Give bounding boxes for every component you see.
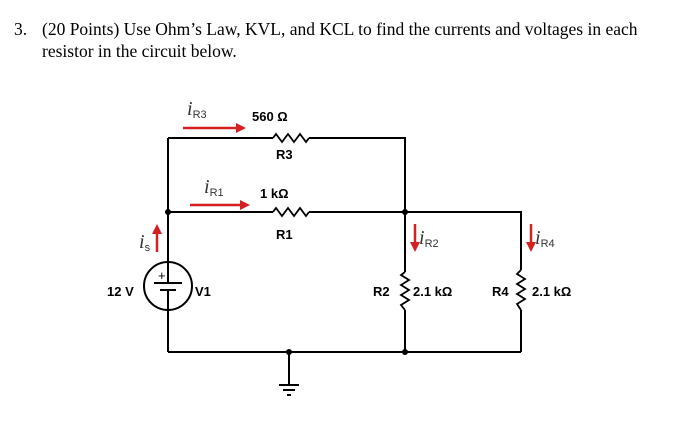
problem-number: 3. [14, 19, 28, 39]
source-name: V1 [195, 284, 211, 299]
circuit-wires [167, 137, 522, 385]
label-ir3: iR3 [187, 98, 207, 121]
arrowhead-ir3 [236, 123, 246, 133]
current-arrows [152, 123, 536, 252]
source-value: 12 V [107, 284, 134, 299]
resistor-r1 [272, 206, 310, 218]
arrowhead-ir2 [410, 242, 420, 252]
resistor-r3 [272, 132, 310, 144]
junction-dot [165, 209, 171, 215]
junction-dot [402, 349, 408, 355]
r1-name: R1 [276, 227, 293, 242]
r2-value: 2.1 kΩ [413, 284, 452, 299]
problem-text-line1: (20 Points) Use Ohm’s Law, KVL, and KCL … [42, 19, 638, 39]
arrowhead-ir4 [526, 242, 536, 252]
r3-value: 560 Ω [252, 109, 288, 124]
label-ir2: iR2 [419, 227, 439, 250]
r3-name: R3 [276, 147, 293, 162]
r4-name: R4 [492, 284, 509, 299]
label-ir1: iR1 [204, 176, 224, 199]
problem-text-line2: resistor in the circuit below. [42, 41, 237, 61]
label-is: is [139, 231, 151, 254]
r2-name: R2 [373, 284, 390, 299]
label-ir4: iR4 [535, 227, 555, 250]
junction-dot [402, 209, 408, 215]
voltage-source-v1: + [143, 261, 193, 311]
arrowhead-ir1 [240, 200, 250, 210]
junction-dot [286, 349, 292, 355]
resistor-r2 [399, 271, 411, 311]
arrowhead-is [152, 224, 162, 234]
resistor-r4 [515, 269, 527, 311]
wire-r1-right [309, 211, 522, 270]
r4-value: 2.1 kΩ [532, 284, 571, 299]
source-plus-sign: + [158, 268, 166, 283]
junction-dots [165, 209, 408, 355]
ground-symbol [279, 384, 299, 396]
wire-r3-right [309, 137, 406, 212]
problem-statement: 3. (20 Points) Use Ohm’s Law, KVL, and KC… [14, 18, 674, 62]
r1-value: 1 kΩ [260, 186, 289, 201]
